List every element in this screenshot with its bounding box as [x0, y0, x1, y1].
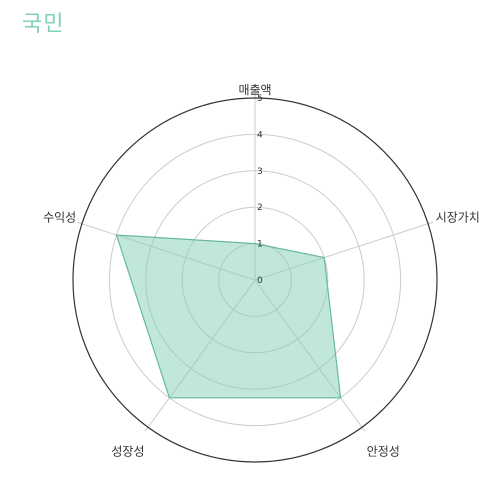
- category-label: 시장가치: [436, 211, 480, 225]
- tick-label: 3: [257, 167, 263, 177]
- tick-label: 1: [257, 240, 263, 250]
- series-polygon: [115, 234, 342, 399]
- tick-label: 2: [257, 203, 263, 213]
- category-label: 매출액: [238, 83, 271, 97]
- category-label: 안정성: [367, 444, 400, 458]
- tick-label: 0: [257, 276, 263, 286]
- tick-label: 5: [257, 94, 263, 104]
- chart-title: 국민: [22, 12, 65, 37]
- outer-circle: [72, 97, 438, 463]
- category-label: 수익성: [43, 211, 76, 225]
- category-label: 성장성: [111, 444, 144, 458]
- tick-label: 4: [257, 130, 263, 140]
